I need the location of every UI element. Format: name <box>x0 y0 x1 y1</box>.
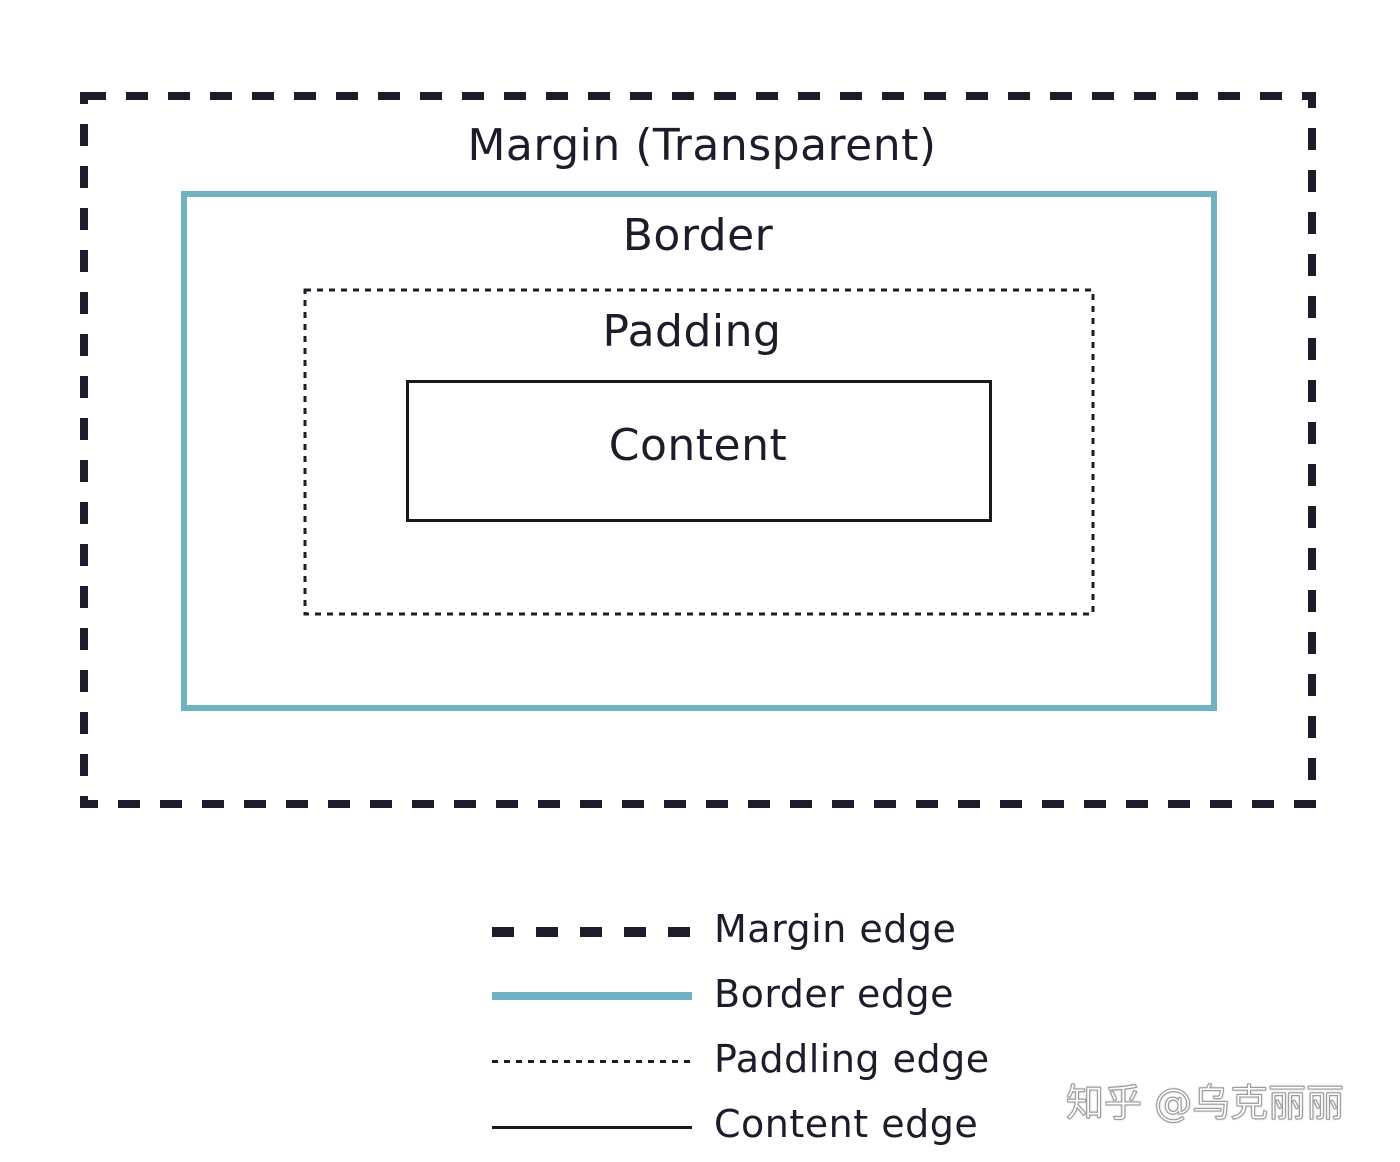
legend-border-edge-label: Border edge <box>714 972 954 1016</box>
content-label: Content <box>608 420 788 471</box>
watermark: 知乎 @乌克丽丽 <box>1065 1081 1345 1125</box>
border-label: Border <box>622 210 774 261</box>
legend-margin-edge-label: Margin edge <box>714 907 957 951</box>
padding-edge-box <box>303 288 1095 616</box>
content-edge-box <box>406 380 992 522</box>
margin-label: Margin (Transparent) <box>467 120 937 171</box>
legend-content-edge-label: Content edge <box>714 1102 979 1146</box>
legend-padding-edge-swatch <box>492 1060 692 1063</box>
legend-padding-edge-label: Paddling edge <box>714 1037 990 1081</box>
legend-margin-edge-swatch <box>492 927 692 937</box>
padding-label: Padding <box>602 306 782 357</box>
legend-border-edge-swatch <box>492 992 692 1000</box>
legend-content-edge-swatch <box>492 1126 692 1129</box>
border-edge-box <box>181 191 1217 711</box>
